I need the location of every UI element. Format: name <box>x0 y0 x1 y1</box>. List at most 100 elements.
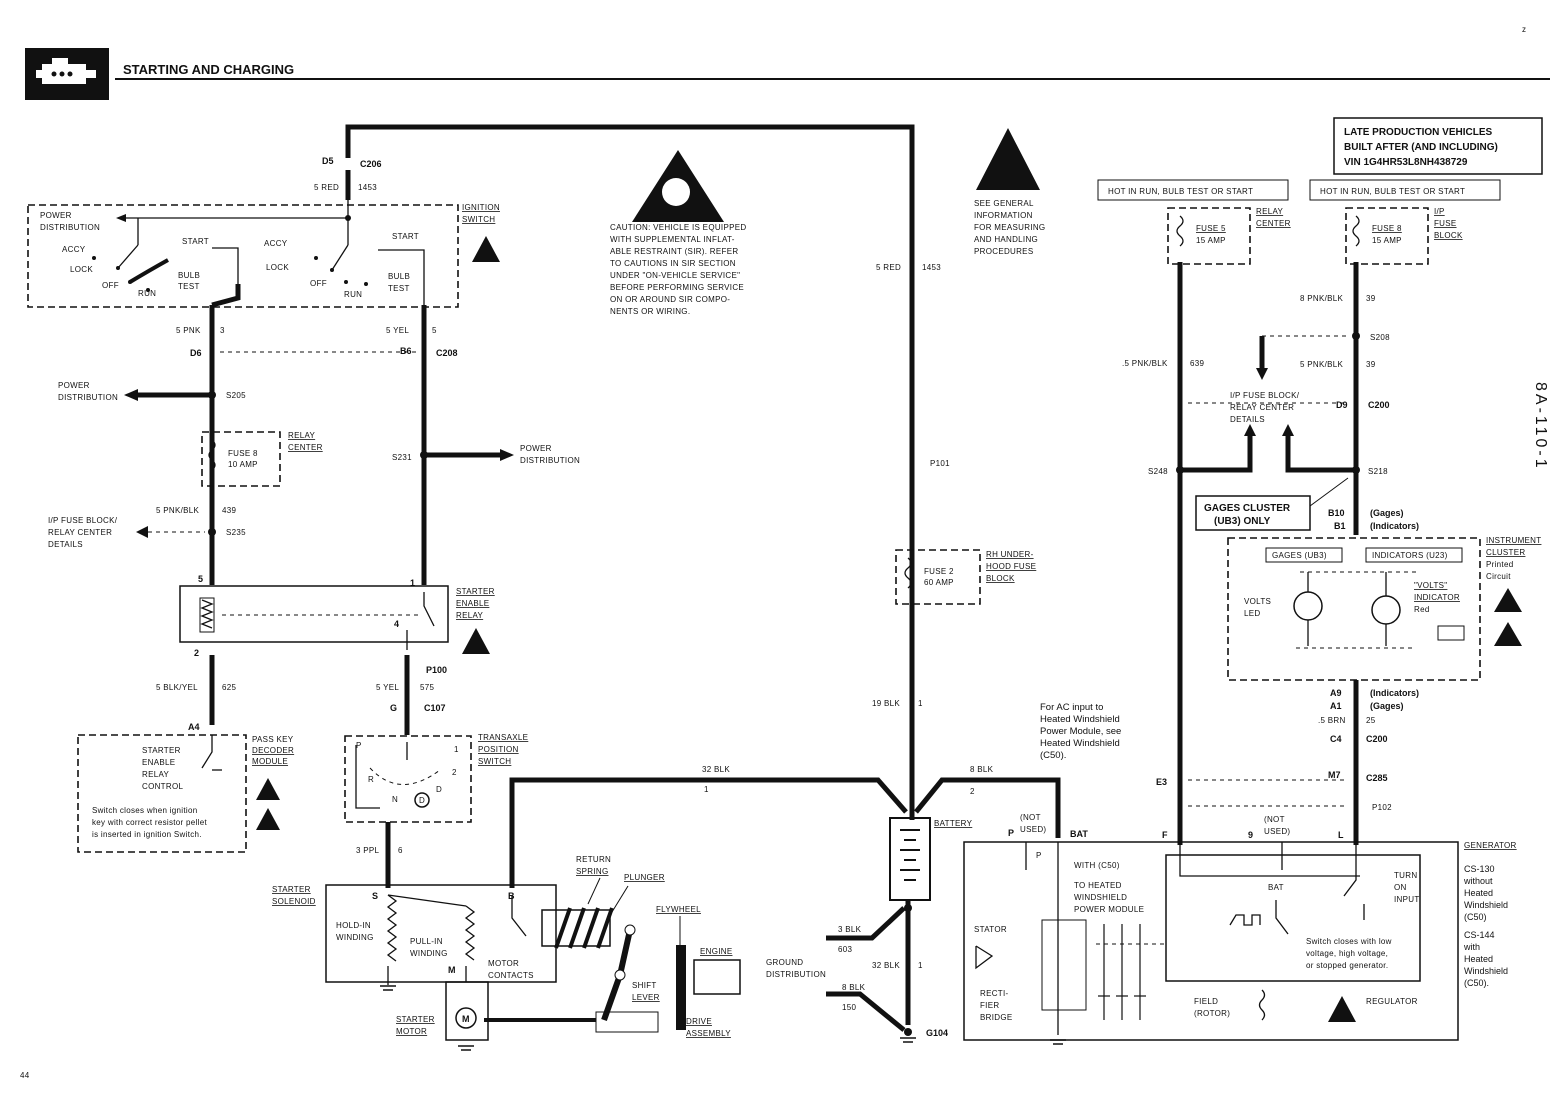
svg-text:RUN: RUN <box>138 289 156 298</box>
svg-text:For AC input to: For AC input to <box>1040 702 1103 713</box>
svg-text:(Indicators): (Indicators) <box>1370 521 1419 531</box>
svg-text:DRIVE: DRIVE <box>686 1017 712 1026</box>
svg-text:ENABLE: ENABLE <box>456 599 489 608</box>
svg-text:32 BLK: 32 BLK <box>702 765 730 774</box>
svg-text:"VOLTS": "VOLTS" <box>1414 581 1447 590</box>
svg-text:8 PNK/BLK: 8 PNK/BLK <box>1300 294 1344 303</box>
svg-text:ACCY: ACCY <box>62 245 86 254</box>
pass-key-label: PASS KEY <box>252 735 294 744</box>
side-code: 8A-110-1 <box>1532 382 1549 471</box>
svg-text:FIER: FIER <box>980 1001 999 1010</box>
svg-text:P: P <box>1008 828 1014 838</box>
svg-text:I/P: I/P <box>1434 207 1445 216</box>
svg-text:REGULATOR: REGULATOR <box>1366 997 1418 1006</box>
svg-text:HOT IN RUN, BULB TEST OR START: HOT IN RUN, BULB TEST OR START <box>1320 187 1465 196</box>
svg-text:(UB3) ONLY: (UB3) ONLY <box>1214 516 1271 527</box>
svg-text:GAGES CLUSTER: GAGES CLUSTER <box>1204 503 1291 514</box>
svg-text:25: 25 <box>1366 716 1376 725</box>
svg-text:2: 2 <box>970 787 975 796</box>
svg-text:1: 1 <box>704 785 709 794</box>
svg-text:ACCY: ACCY <box>264 239 288 248</box>
svg-text:DISTRIBUTION: DISTRIBUTION <box>58 393 118 402</box>
svg-text:Switch closes with low: Switch closes with low <box>1306 937 1392 946</box>
dashed-lines <box>136 335 1348 807</box>
svg-text:TEST: TEST <box>178 282 200 291</box>
svg-text:Circuit: Circuit <box>1486 572 1511 581</box>
svg-text:C200: C200 <box>1366 734 1388 744</box>
svg-text:4: 4 <box>394 619 399 629</box>
svg-text:S: S <box>372 891 378 901</box>
svg-text:FUSE 5: FUSE 5 <box>1196 224 1226 233</box>
svg-text:DISTRIBUTION: DISTRIBUTION <box>766 970 826 979</box>
svg-text:POWER: POWER <box>58 381 90 390</box>
svg-text:RECTI-: RECTI- <box>980 989 1008 998</box>
ac-input-note: For AC input to Heated Windshield Power … <box>1040 702 1121 761</box>
svg-text:P: P <box>356 741 362 750</box>
starter-enable-relay: 5 2 1 4 STARTER ENABLE RELAY <box>179 574 494 658</box>
svg-text:5 PNK: 5 PNK <box>176 326 201 335</box>
page-title: STARTING AND CHARGING <box>123 62 294 77</box>
svg-text:FUSE 8: FUSE 8 <box>1372 224 1402 233</box>
svg-text:BULB: BULB <box>178 271 200 280</box>
svg-text:ON: ON <box>1394 883 1407 892</box>
svg-text:Heated Windshield: Heated Windshield <box>1040 738 1120 749</box>
svg-text:2: 2 <box>452 768 457 777</box>
svg-text:8 BLK: 8 BLK <box>842 983 866 992</box>
svg-text:BLOCK: BLOCK <box>1434 231 1463 240</box>
svg-text:Switch closes when ignition: Switch closes when ignition <box>92 806 197 815</box>
svg-text:PULL-IN: PULL-IN <box>410 937 443 946</box>
svg-text:1: 1 <box>454 745 459 754</box>
svg-text:ON OR AROUND SIR COMPO-: ON OR AROUND SIR COMPO- <box>610 295 730 304</box>
svg-text:SWITCH: SWITCH <box>478 757 511 766</box>
svg-text:MOTOR: MOTOR <box>488 959 519 968</box>
svg-text:STARTER: STARTER <box>142 746 181 755</box>
svg-text:MOTOR: MOTOR <box>396 1027 427 1036</box>
svg-text:L: L <box>1338 830 1344 840</box>
svg-text:3 BLK: 3 BLK <box>838 925 862 934</box>
svg-text:is inserted in ignition Switch: is inserted in ignition Switch. <box>92 830 202 839</box>
svg-text:BATTERY: BATTERY <box>934 819 973 828</box>
svg-text:PLUNGER: PLUNGER <box>624 873 665 882</box>
svg-text:or stopped generator.: or stopped generator. <box>1306 961 1388 970</box>
svg-text:C285: C285 <box>1366 773 1388 783</box>
svg-text:I/P FUSE BLOCK/: I/P FUSE BLOCK/ <box>48 516 118 525</box>
engine-icon-glyph <box>36 58 96 84</box>
svg-text:RETURN: RETURN <box>576 855 611 864</box>
pass-key-module: STARTER ENABLE RELAY CONTROL PASS KEY DE… <box>77 734 294 853</box>
svg-text:INDICATOR: INDICATOR <box>1414 593 1460 602</box>
svg-text:LOCK: LOCK <box>70 265 93 274</box>
svg-text:OFF: OFF <box>310 279 327 288</box>
svg-text:3: 3 <box>220 326 225 335</box>
svg-text:(C50).: (C50). <box>1464 978 1489 988</box>
svg-text:USED): USED) <box>1264 827 1290 836</box>
svg-text:STATOR: STATOR <box>974 925 1007 934</box>
svg-text:PROCEDURES: PROCEDURES <box>974 247 1033 256</box>
svg-text:RELAY: RELAY <box>1256 207 1284 216</box>
svg-text:FUSE 2: FUSE 2 <box>924 567 954 576</box>
svg-text:HOOD FUSE: HOOD FUSE <box>986 562 1036 571</box>
svg-text:625: 625 <box>222 683 236 692</box>
svg-text:.5 PNK/BLK: .5 PNK/BLK <box>1122 359 1168 368</box>
svg-text:Windshield: Windshield <box>1464 966 1508 976</box>
svg-text:150: 150 <box>842 1003 856 1012</box>
page-number: 44 <box>20 1071 30 1080</box>
svg-text:DISTRIBUTION: DISTRIBUTION <box>40 223 100 232</box>
svg-text:3 PPL: 3 PPL <box>356 846 380 855</box>
svg-text:B6: B6 <box>400 346 412 356</box>
connector-markers <box>208 215 1360 1036</box>
svg-text:S231: S231 <box>392 453 412 462</box>
svg-text:GAGES (UB3): GAGES (UB3) <box>1272 551 1327 560</box>
svg-text:639: 639 <box>1190 359 1204 368</box>
svg-text:FLYWHEEL: FLYWHEEL <box>656 905 701 914</box>
svg-text:S205: S205 <box>226 391 246 400</box>
svg-text:E3: E3 <box>1156 777 1167 787</box>
svg-text:CONTROL: CONTROL <box>142 782 183 791</box>
svg-text:D6: D6 <box>190 348 202 358</box>
sir-caution: CAUTION: VEHICLE IS EQUIPPED WITH SUPPLE… <box>610 150 746 316</box>
svg-text:C206: C206 <box>360 159 382 169</box>
svg-text:(C50): (C50) <box>1464 912 1487 922</box>
svg-text:Heated: Heated <box>1464 888 1493 898</box>
svg-text:S248: S248 <box>1148 467 1168 476</box>
